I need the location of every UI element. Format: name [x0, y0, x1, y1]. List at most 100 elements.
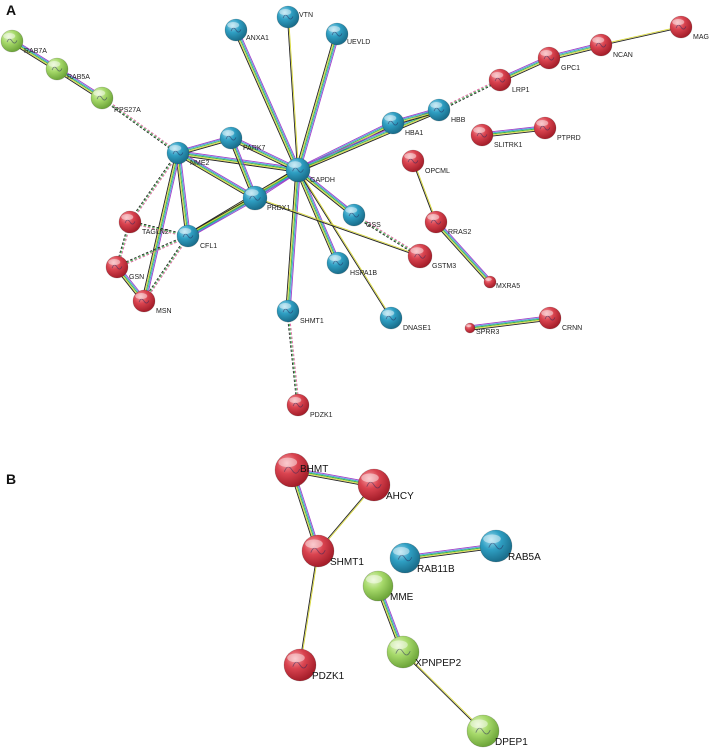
node-highlight [108, 258, 121, 266]
node-nme2[interactable]: NME2 [166, 141, 210, 167]
node-highlight [48, 60, 61, 68]
node-highlight [672, 18, 685, 26]
edge-anxa1-gapdh [233, 28, 301, 172]
edge-strand [255, 197, 421, 256]
node-circle[interactable] [362, 570, 394, 602]
edge-strand [434, 223, 489, 284]
node-gpc1[interactable]: GPC1 [537, 46, 580, 72]
node-label: RAB5A [67, 74, 90, 81]
node-gsn[interactable]: GSN [105, 255, 144, 281]
node-rps27a[interactable]: RPS27A [90, 86, 141, 114]
node-hbb[interactable]: HBB [427, 98, 466, 124]
node-mme[interactable]: MME [362, 570, 414, 603]
protein-structure-icon [292, 661, 308, 669]
node-crnn[interactable]: CRNN [538, 306, 582, 332]
node-ptprd[interactable]: PTPRD [533, 116, 581, 142]
edge-nme2-tagln2 [128, 152, 180, 223]
node-shmt1[interactable]: SHMT1 [276, 299, 324, 325]
node-slitrk1[interactable]: SLITRK1 [470, 123, 523, 149]
protein-structure-icon [385, 315, 397, 321]
edge-strand [116, 235, 189, 268]
node-highlight [361, 473, 379, 483]
edge-strand [601, 27, 682, 46]
node-bhmt[interactable]: BHMT [274, 452, 328, 488]
edge-nme2-prdx1 [176, 150, 257, 201]
node-circle[interactable] [464, 322, 476, 334]
edge-strand [230, 138, 298, 172]
edge-ncan-mag [600, 26, 682, 46]
edge-nme2-gapdh [177, 150, 299, 173]
protein-structure-icon [397, 554, 413, 562]
node-sprr3[interactable]: SPRR3 [464, 322, 499, 336]
node-label: MAG [693, 34, 709, 41]
node-opcml[interactable]: OPCML [401, 149, 450, 175]
edge-gss-gstm3 [353, 213, 421, 258]
protein-structure-icon [332, 260, 344, 266]
node-pdzk1[interactable]: PDZK1 [286, 393, 333, 419]
protein-structure-icon [331, 31, 343, 37]
node-prdx1[interactable]: PRDX1 [242, 185, 290, 212]
node-highlight [491, 71, 504, 79]
edge-strand [353, 215, 420, 258]
node-gstm3[interactable]: GSTM3 [407, 243, 456, 270]
edge-strand [299, 167, 356, 214]
node-cfl1[interactable]: CFL1 [176, 224, 217, 250]
node-shmt1[interactable]: SHMT1 [301, 534, 364, 568]
node-label: SHMT1 [330, 557, 364, 568]
node-label: TAGLN2 [142, 229, 169, 236]
node-gss[interactable]: GSS [342, 203, 381, 229]
edge-strand [402, 652, 483, 732]
node-label: HBA1 [405, 130, 423, 137]
edge-strand [186, 195, 255, 235]
node-rab7a[interactable]: RAB7A [0, 29, 47, 55]
node-mag[interactable]: MAG [669, 15, 709, 41]
node-highlight [393, 547, 410, 556]
node-pdzk1[interactable]: PDZK1 [283, 648, 345, 682]
node-highlight [279, 302, 292, 310]
node-lrp1[interactable]: LRP1 [488, 68, 530, 94]
node-hspa1b[interactable]: HSPA1B [326, 251, 377, 277]
edge-strand [102, 96, 179, 153]
edge-xpnpep2-dpep1 [402, 651, 484, 732]
node-highlight [485, 277, 492, 281]
edge-hbb-lrp1 [438, 78, 501, 112]
node-rras2[interactable]: RRAS2 [424, 210, 471, 236]
node-gapdh[interactable]: GAPDH [285, 157, 335, 184]
node-label: GSN [129, 274, 144, 281]
edge-strand [117, 236, 189, 269]
node-rab5a[interactable]: RAB5A [45, 57, 90, 81]
node-highlight [390, 640, 408, 650]
node-ahcy[interactable]: AHCY [357, 468, 414, 502]
node-highlight [384, 114, 397, 122]
node-circle[interactable] [483, 275, 497, 289]
node-msn[interactable]: MSN [132, 289, 172, 315]
node-label: DNASE1 [403, 325, 431, 332]
node-anxa1[interactable]: ANXA1 [224, 18, 269, 42]
node-rab11b[interactable]: RAB11B [389, 542, 455, 575]
protein-structure-icon [539, 125, 551, 131]
edge-strand [439, 80, 501, 112]
protein-structure-icon [395, 648, 411, 656]
node-mxra5[interactable]: MXRA5 [483, 275, 520, 290]
node-dpep1[interactable]: DPEP1 [466, 714, 528, 748]
node-xpnpep2[interactable]: XPNPEP2 [386, 635, 462, 669]
node-ncan[interactable]: NCAN [589, 33, 633, 59]
node-hba1[interactable]: HBA1 [381, 111, 423, 137]
edge-strand [254, 198, 420, 257]
node-tagln2[interactable]: TAGLN2 [118, 210, 169, 236]
node-highlight [169, 144, 182, 152]
protein-structure-icon [96, 95, 108, 101]
node-park7[interactable]: PARK7 [219, 126, 266, 152]
node-vtn[interactable]: VTN [276, 5, 313, 29]
edge-strand [297, 170, 354, 217]
edge-gapdh-shmt1 [285, 169, 301, 312]
node-label: RAB7A [24, 48, 47, 55]
node-highlight [179, 227, 192, 235]
edge-strand [230, 137, 299, 171]
node-rab5a[interactable]: RAB5A [479, 529, 541, 563]
edge-strand [234, 30, 298, 171]
node-dnase1[interactable]: DNASE1 [379, 306, 431, 332]
node-uevld[interactable]: UEVLD [325, 22, 370, 46]
edge-rras2-mxra5 [434, 220, 492, 284]
edge-vtn-gapdh [287, 16, 299, 171]
